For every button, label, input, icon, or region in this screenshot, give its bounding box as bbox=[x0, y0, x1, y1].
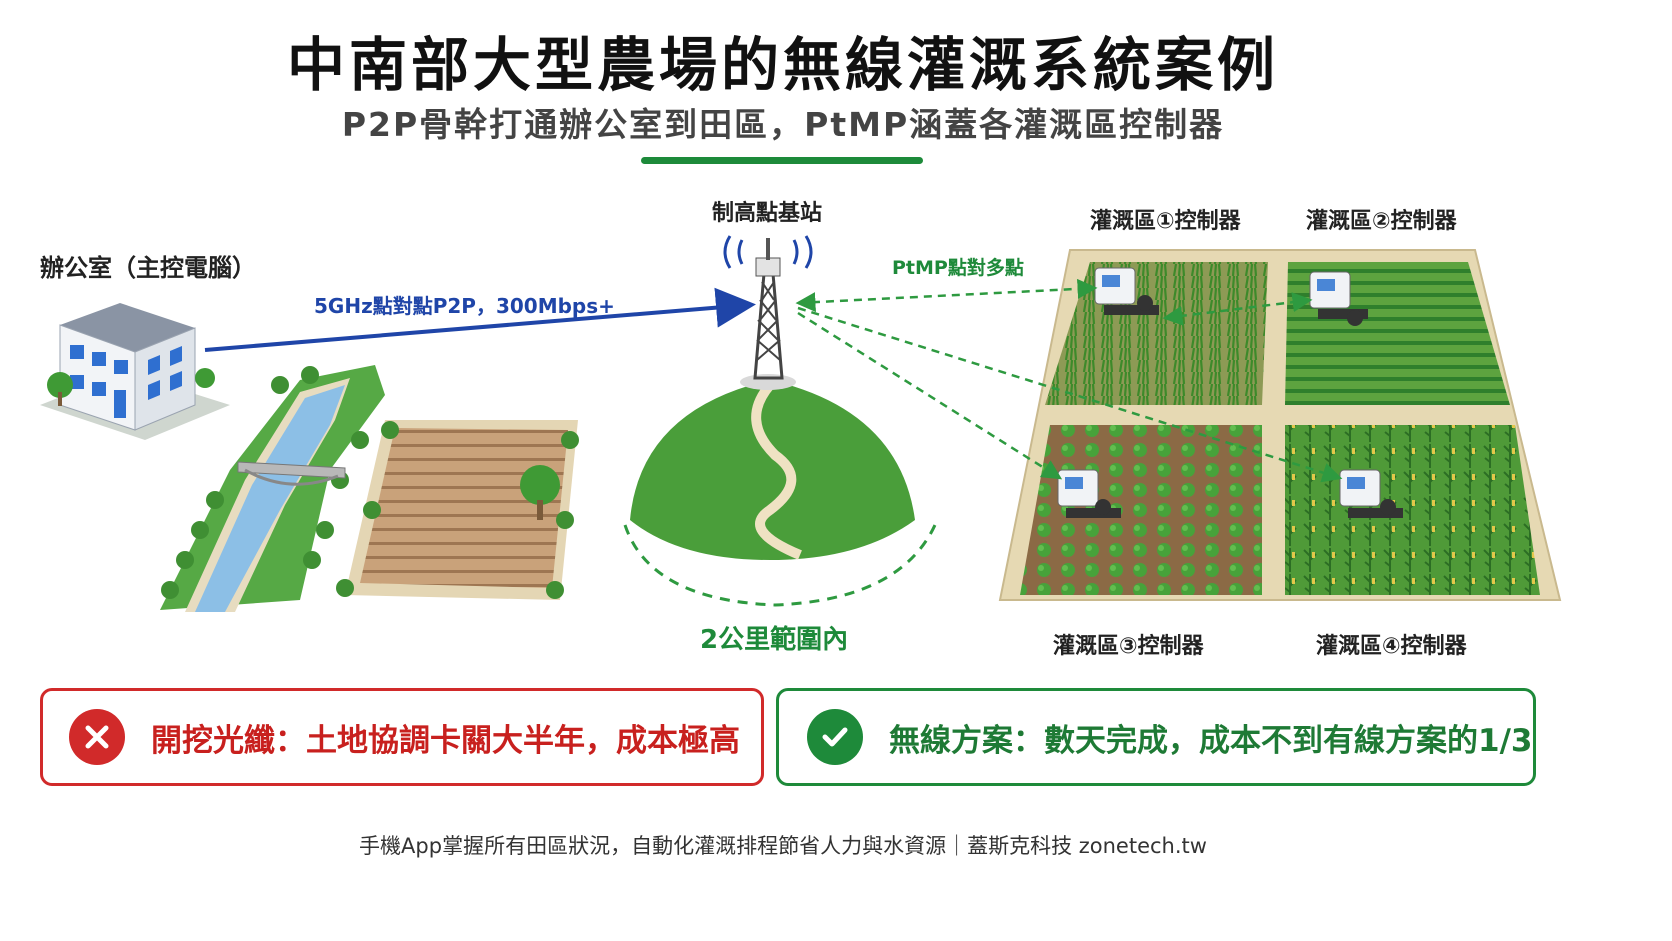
zone2-label: 灌溉區②控制器 bbox=[1306, 209, 1457, 234]
range-label: 2公里範圍內 bbox=[700, 625, 849, 655]
cross-icon bbox=[69, 709, 125, 765]
zone3-label: 灌溉區③控制器 bbox=[1053, 634, 1204, 659]
river-icon bbox=[160, 365, 385, 612]
controller-icon bbox=[1339, 469, 1403, 518]
network-diagram bbox=[40, 235, 1562, 612]
wired-option-card: 開挖光纖：土地協調卡關大半年，成本極高 bbox=[40, 688, 764, 786]
footer-text: 手機App掌握所有田區狀況，自動化灌溉排程節省人力與水資源｜蓋斯克科技 zone… bbox=[359, 834, 1207, 858]
building-icon bbox=[40, 303, 230, 440]
ptmp-link-arrows bbox=[795, 278, 1343, 483]
tower-label: 制高點基站 bbox=[712, 201, 823, 226]
hill-icon bbox=[623, 380, 937, 607]
zone1-label: 灌溉區①控制器 bbox=[1090, 209, 1241, 234]
office-label: 辦公室（主控電腦） bbox=[40, 254, 256, 282]
page-subtitle: P2P骨幹打通辦公室到田區，PtMP涵蓋各灌溉區控制器 bbox=[341, 105, 1225, 144]
check-icon bbox=[807, 709, 863, 765]
ptmp-label: PtMP點對多點 bbox=[892, 257, 1024, 279]
page-title: 中南部大型農場的無線灌溉系統案例 bbox=[286, 31, 1279, 99]
p2p-link-arrow bbox=[204, 287, 756, 352]
tower-icon bbox=[723, 235, 813, 390]
wireless-option-card: 無線方案：數天完成，成本不到有線方案的1/3 bbox=[776, 688, 1536, 786]
title-underline bbox=[641, 157, 923, 164]
plowed-field bbox=[336, 420, 579, 600]
wired-option-text: 開挖光纖：土地協調卡關大半年，成本極高 bbox=[151, 722, 740, 759]
controller-icon bbox=[1094, 267, 1159, 315]
controller-icon bbox=[1309, 271, 1368, 326]
p2p-label: 5GHz點對點P2P，300Mbps+ bbox=[314, 294, 615, 318]
controller-icon bbox=[1057, 469, 1121, 518]
wireless-option-text: 無線方案：數天完成，成本不到有線方案的1/3 bbox=[889, 722, 1533, 759]
zone4-label: 灌溉區④控制器 bbox=[1316, 634, 1467, 659]
bridge-icon bbox=[237, 461, 346, 486]
